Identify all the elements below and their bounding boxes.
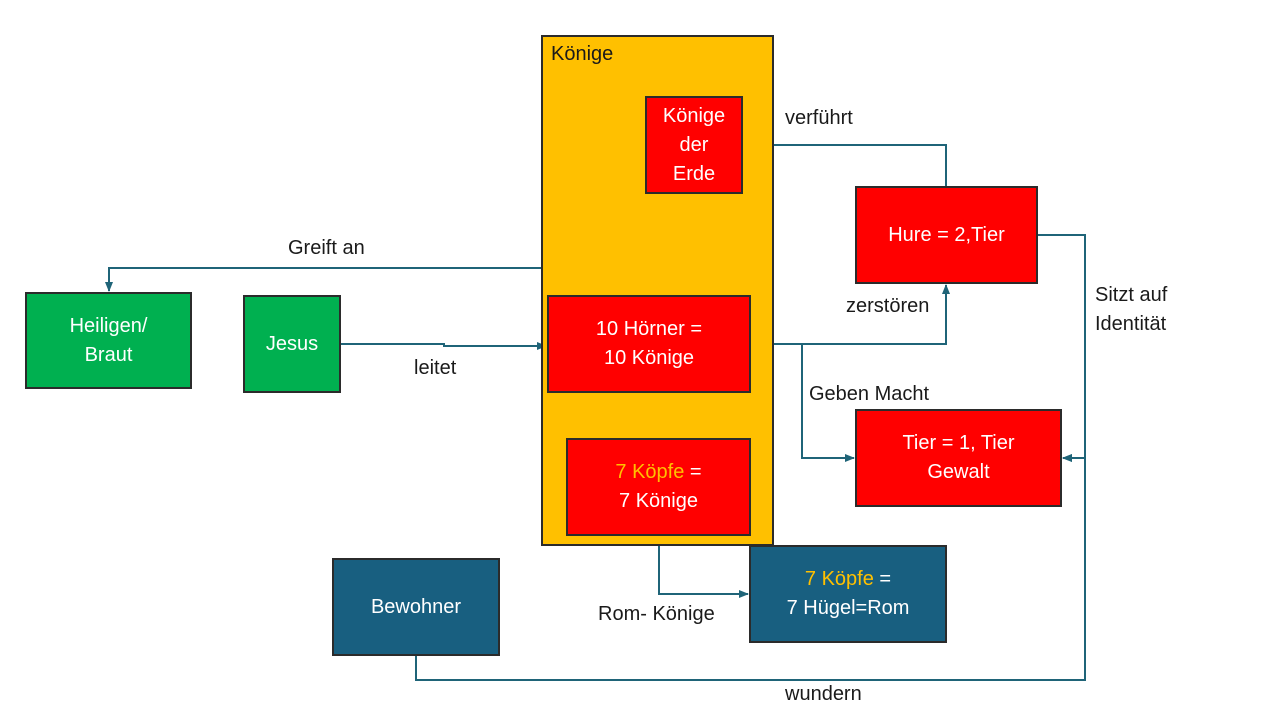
edge-label-geben-macht: Geben Macht [809,383,930,405]
edge-label-leitet: leitet [414,357,457,379]
node-jesus: Jesus [243,295,341,393]
node-heiligen-braut: Heiligen/ Braut [25,292,192,389]
edge-label-verfuehrt: verführt [785,107,853,129]
edge-label-zerstoeren: zerstören [846,295,930,317]
node-hoerner-line1: 10 Hörner = [595,318,703,340]
node-koenige-erde-line1: Könige [662,104,726,127]
edge-label-sitzt-auf-2: Identität [1095,313,1167,335]
node-koepfe-koenige-gold: 7 Köpfe [615,461,685,483]
node-bewohner: Bewohner [332,558,500,656]
node-koepfe-rom-line1: 7 Köpfe = [805,565,891,594]
node-koepfe-rom-gold: 7 Köpfe [804,568,874,590]
node-bewohner-label: Bewohner [370,595,462,618]
node-tier-line2: Gewalt [927,461,990,483]
edge-label-sitzt-auf-1: Sitzt auf [1095,284,1168,306]
edge-label-rom-koenige: Rom- Könige [598,603,715,625]
node-10-hoerner: 10 Hörner = 10 Könige [547,295,751,393]
edge-label-greift-an: Greift an [288,237,365,259]
node-tier-line1: Tier = 1, Tier [902,432,1015,454]
node-jesus-label: Jesus [265,332,319,355]
node-koepfe-koenige-line2: 7 Könige [619,490,698,512]
container-title: Könige [551,43,614,65]
node-7-koepfe-koenige: 7 Köpfe = 7 Könige [566,438,751,536]
node-koenige-erde-line2: der [679,133,709,156]
edge-label-wundern: wundern [785,683,862,705]
node-koenige-erde-line3: Erde [672,162,716,185]
node-koenige-der-erde: Könige der Erde [645,96,743,194]
node-heiligen-line1: Heiligen/ [69,314,148,337]
node-koepfe-koenige-eq: = [684,461,702,483]
node-koepfe-koenige-line1: 7 Köpfe = [615,458,701,487]
node-tier: Tier = 1, Tier Gewalt [855,409,1062,507]
node-hoerner-line2: 10 Könige [603,347,695,369]
node-hure: Hure = 2,Tier [855,186,1038,284]
node-koepfe-rom-eq: = [873,568,892,590]
edge-leitet [340,342,547,350]
node-hure-label: Hure = 2,Tier [888,223,1005,246]
node-7-koepfe-rom: 7 Köpfe = 7 Hügel=Rom [749,545,947,643]
node-koepfe-rom-line2: 7 Hügel=Rom [786,597,910,619]
node-heiligen-line2: Braut [84,343,133,366]
